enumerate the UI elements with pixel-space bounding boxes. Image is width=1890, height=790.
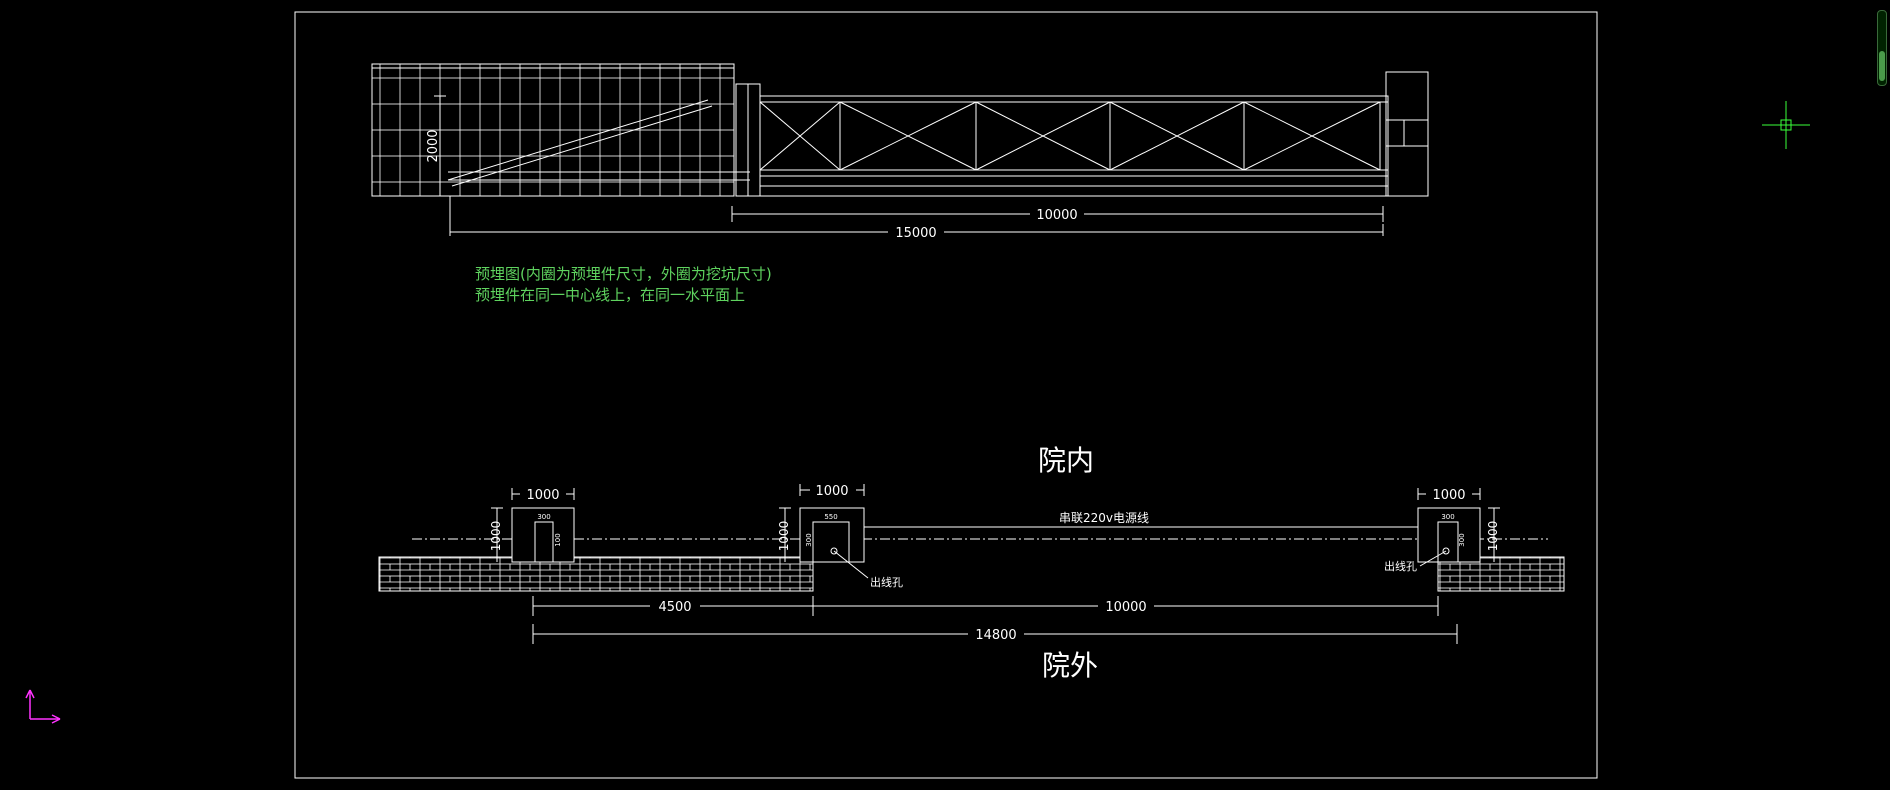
gate-elevation	[371, 63, 1429, 236]
pit-2-width: 1000	[815, 484, 848, 499]
outlet-hole-label-left: 出线孔	[1384, 559, 1417, 573]
cable-label: 串联220v电源线	[1059, 511, 1149, 525]
pit-1-depth: 1000	[489, 521, 503, 552]
pit-3-depth: 1000	[1486, 521, 1500, 552]
hole-2	[830, 547, 838, 555]
note-line-2: 预埋件在同一中心线上，在同一水平面上	[475, 286, 745, 304]
pit-1-inner	[534, 521, 554, 563]
dim-total-span: 14800	[975, 628, 1016, 643]
hole-3	[1442, 547, 1450, 555]
vertical-scrollbar[interactable]	[1877, 10, 1887, 86]
outlet-hole-label-right: 出线孔	[870, 575, 903, 589]
brick-wall-right	[1437, 556, 1565, 592]
pit-3-inner-depth: 300	[1458, 533, 1466, 546]
label-outside-yard: 院外	[1042, 649, 1098, 682]
note-line-1: 预埋图(内圈为预埋件尺寸，外圈为挖坑尺寸)	[475, 265, 772, 283]
crosshair-cursor-icon	[1762, 101, 1810, 149]
pit-1-outer	[511, 507, 575, 563]
label-inside-yard: 院内	[1038, 444, 1094, 477]
pit-2-depth: 1000	[777, 521, 791, 552]
pit-2-inner-width: 550	[824, 513, 837, 521]
pit-1-width: 1000	[526, 488, 559, 503]
height-dimension-label: 2000	[426, 129, 441, 162]
panel-diagonal	[447, 99, 709, 181]
left-wall	[371, 63, 735, 197]
pit-3-inner-width: 300	[1441, 513, 1454, 521]
brick-wall-left	[378, 556, 814, 592]
foundation-pits	[491, 484, 1500, 644]
gate-truss	[759, 95, 1389, 197]
pit-3-inner	[1437, 521, 1459, 563]
ucs-axis-icon	[25, 689, 61, 724]
pit-2-inner-depth: 300	[805, 533, 813, 546]
dim-left-span: 4500	[658, 600, 691, 615]
pit-1-inner-depth: 100	[554, 533, 562, 546]
pit-3-width: 1000	[1432, 488, 1465, 503]
dim-mid-span: 10000	[1105, 600, 1146, 615]
gate-width-dimension: 10000	[1036, 208, 1077, 223]
drawing-frame	[294, 11, 1598, 779]
total-width-dimension: 15000	[895, 226, 936, 241]
scrollbar-thumb[interactable]	[1879, 51, 1885, 81]
pit-1-inner-width: 300	[537, 513, 550, 521]
right-post	[1385, 71, 1429, 197]
pit-2-inner	[812, 521, 850, 563]
